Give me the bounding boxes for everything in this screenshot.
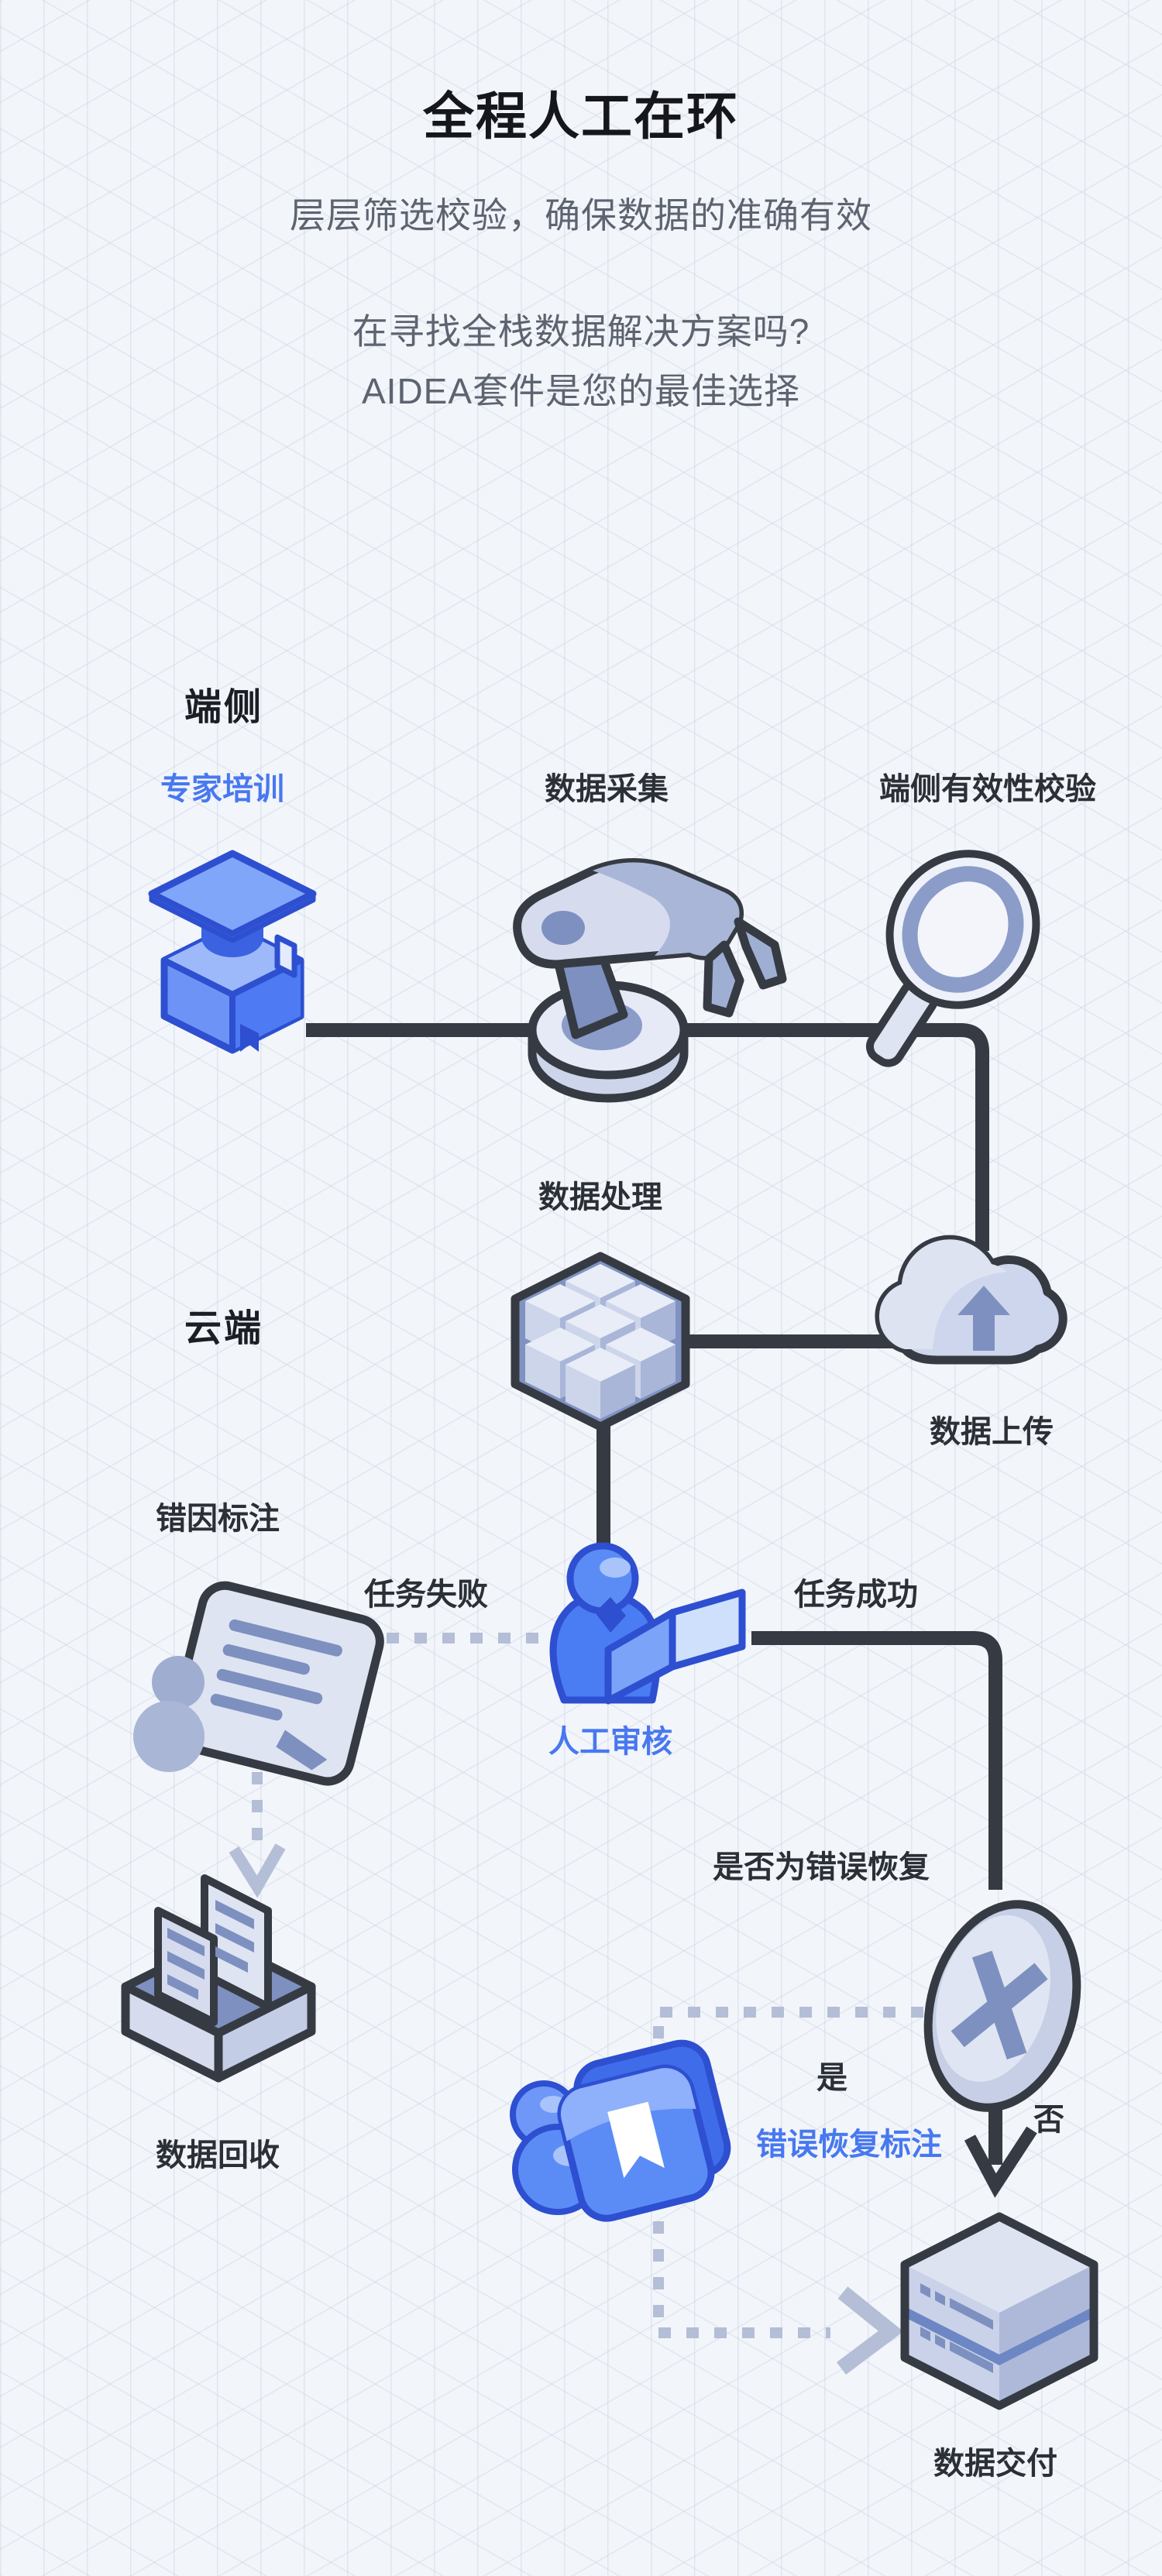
node-label-error-recovery-annotation: 错误恢复标注 (756, 2128, 942, 2162)
node-label-edge-validation: 端侧有效性校验 (879, 772, 1096, 806)
page-title: 全程人工在环 (423, 88, 739, 145)
x-coin-icon (923, 1900, 1081, 2112)
graduation-cap-icon (148, 850, 317, 1054)
question-line-2: AIDEA套件是您的最佳选择 (361, 371, 801, 411)
inbox-documents-icon (121, 1874, 316, 2083)
bookmark-cube-icon (510, 2039, 731, 2222)
node-label-data-upload: 数据上传 (930, 1415, 1054, 1449)
recycle-arrowhead-icon (229, 1843, 286, 1898)
edge-label-yes: 是 (816, 2061, 847, 2095)
node-label-data-collection: 数据采集 (545, 772, 669, 806)
cloud-upload-icon (875, 1235, 1067, 1365)
no-branch-arrowhead-icon (964, 2126, 1037, 2198)
edge-label-task-failed: 任务失败 (364, 1578, 488, 1612)
person-document-icon (133, 1581, 384, 1786)
node-label-error-cause-annotation: 错因标注 (156, 1502, 280, 1536)
person-reading-icon (549, 1542, 746, 1705)
node-label-data-delivery: 数据交付 (933, 2447, 1057, 2481)
edge-label-decision: 是否为错误恢复 (713, 1850, 930, 1884)
section-label-edge-side: 端侧 (184, 687, 264, 728)
section-label-cloud-side: 云端 (184, 1308, 264, 1349)
node-label-data-recycle: 数据回收 (156, 2138, 280, 2172)
cube-cluster-icon (511, 1252, 690, 1431)
delivery-arrowhead-icon (837, 2286, 904, 2375)
edge-label-task-success: 任务成功 (794, 1578, 918, 1612)
page-subtitle: 层层筛选校验，确保数据的准确有效 (290, 195, 872, 235)
node-label-expert-training: 专家培训 (160, 772, 284, 806)
magnifier-icon (865, 850, 1040, 1067)
node-label-data-processing: 数据处理 (538, 1180, 662, 1214)
server-icon (900, 2212, 1098, 2410)
question-line-1: 在寻找全栈数据解决方案吗? (352, 311, 810, 352)
collect-to-validate-connector (306, 1023, 989, 1251)
node-label-manual-review: 人工审核 (548, 1725, 672, 1759)
task-success-connector (751, 1631, 1002, 1890)
edge-label-no: 否 (1033, 2103, 1064, 2137)
robot-arm-icon (513, 857, 787, 1103)
